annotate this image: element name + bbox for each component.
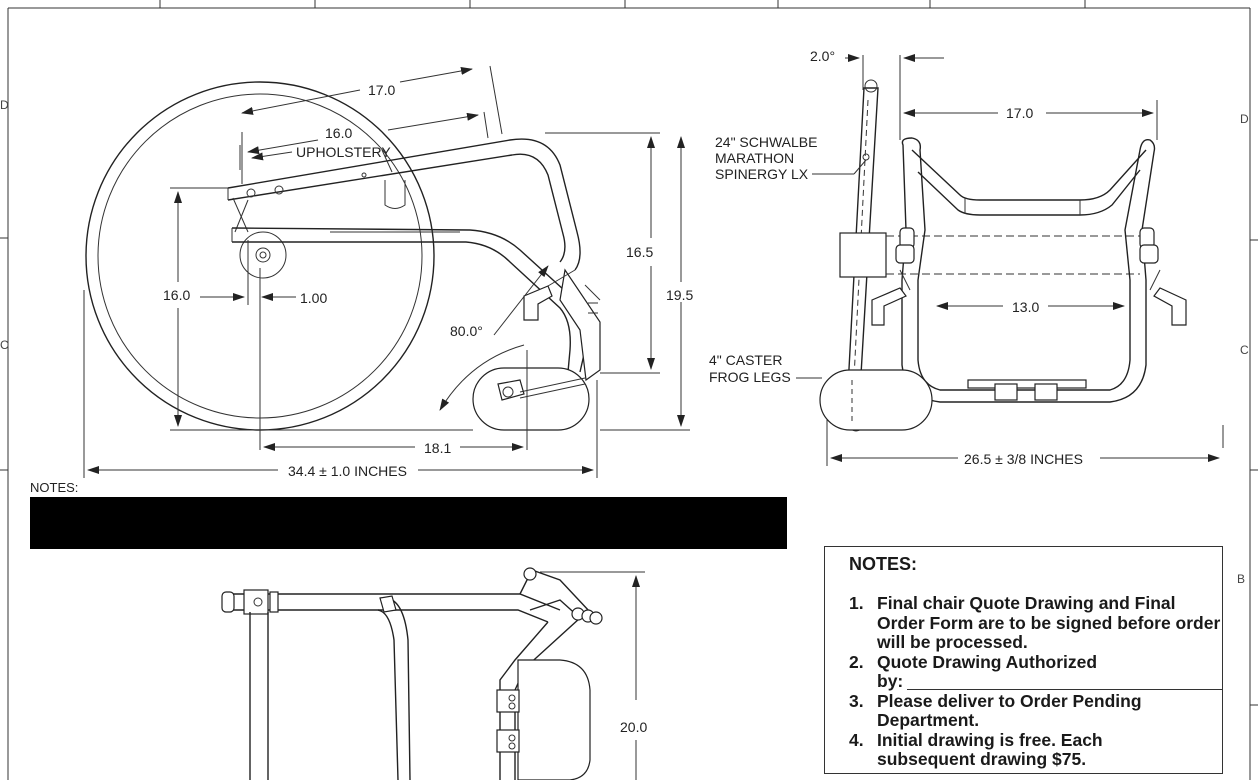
dim-depth: 20.0 bbox=[620, 719, 647, 735]
dim-frame-length: 17.0 bbox=[368, 82, 395, 98]
dim-seat-height: 16.5 bbox=[626, 244, 653, 260]
front-view-dimensions: 2.0° 24" SCHWALBE MARATHON SPINERGY LX 1… bbox=[709, 48, 1224, 467]
dim-seat-depth: 16.0 bbox=[325, 125, 352, 141]
notes-box: NOTES: 1.Final chair Quote Drawing and F… bbox=[824, 546, 1223, 774]
signature-line[interactable] bbox=[907, 689, 1223, 690]
callout-upholstery: UPHOLSTERY bbox=[296, 144, 391, 160]
rear-axle-hub bbox=[239, 231, 287, 279]
dim-overall-length: 34.4 ± 1.0 INCHES bbox=[288, 463, 407, 479]
note-item: 1.Final chair Quote Drawing and Final Or… bbox=[849, 593, 1221, 652]
redaction-bar bbox=[30, 497, 787, 549]
dim-camber: 2.0° bbox=[810, 48, 835, 64]
dim-overall-width: 26.5 ± 3/8 INCHES bbox=[964, 451, 1083, 467]
dim-inner-width: 13.0 bbox=[1012, 299, 1039, 315]
top-view-dimensions: 20.0 bbox=[540, 571, 647, 780]
top-view bbox=[221, 567, 603, 780]
callout-wheel-3: SPINERGY LX bbox=[715, 166, 809, 182]
dim-axle-to-caster: 18.1 bbox=[424, 440, 451, 456]
notes-list: 1.Final chair Quote Drawing and Final Or… bbox=[849, 593, 1221, 770]
zone-label-right-b: B bbox=[1237, 572, 1246, 586]
notes-label: NOTES: bbox=[30, 480, 79, 495]
zone-label-right-d: D bbox=[1240, 112, 1249, 126]
side-caster bbox=[472, 367, 590, 431]
side-frame-upper bbox=[227, 138, 581, 271]
callout-caster-1: 4" CASTER bbox=[709, 352, 782, 368]
zone-label-right-c: C bbox=[1240, 343, 1249, 357]
callout-wheel-2: MARATHON bbox=[715, 150, 794, 166]
dim-total-height: 19.5 bbox=[666, 287, 693, 303]
callout-caster-2: FROG LEGS bbox=[709, 369, 791, 385]
note-item: 3.Please deliver to Order Pending Depart… bbox=[849, 690, 1142, 730]
front-view bbox=[819, 79, 1187, 432]
dim-seat-width: 17.0 bbox=[1006, 105, 1033, 121]
zone-label-left-d: D bbox=[0, 98, 9, 112]
note-item: 4.Initial drawing is free. Each subseque… bbox=[849, 729, 1103, 769]
callout-wheel-1: 24" SCHWALBE bbox=[715, 134, 817, 150]
dim-front-angle: 80.0° bbox=[450, 323, 483, 339]
side-view-dimensions: 17.0 16.0 UPHOLSTERY 16.5 19.5 16.0 bbox=[83, 65, 693, 479]
zone-label-left-c: C bbox=[0, 338, 9, 352]
note-item: 2.Quote Drawing Authorized by: bbox=[849, 651, 1098, 691]
notes-title: NOTES: bbox=[849, 554, 918, 574]
dim-axle-height: 16.0 bbox=[163, 287, 190, 303]
dim-axle-offset: 1.00 bbox=[300, 290, 327, 306]
front-caster bbox=[819, 369, 933, 431]
